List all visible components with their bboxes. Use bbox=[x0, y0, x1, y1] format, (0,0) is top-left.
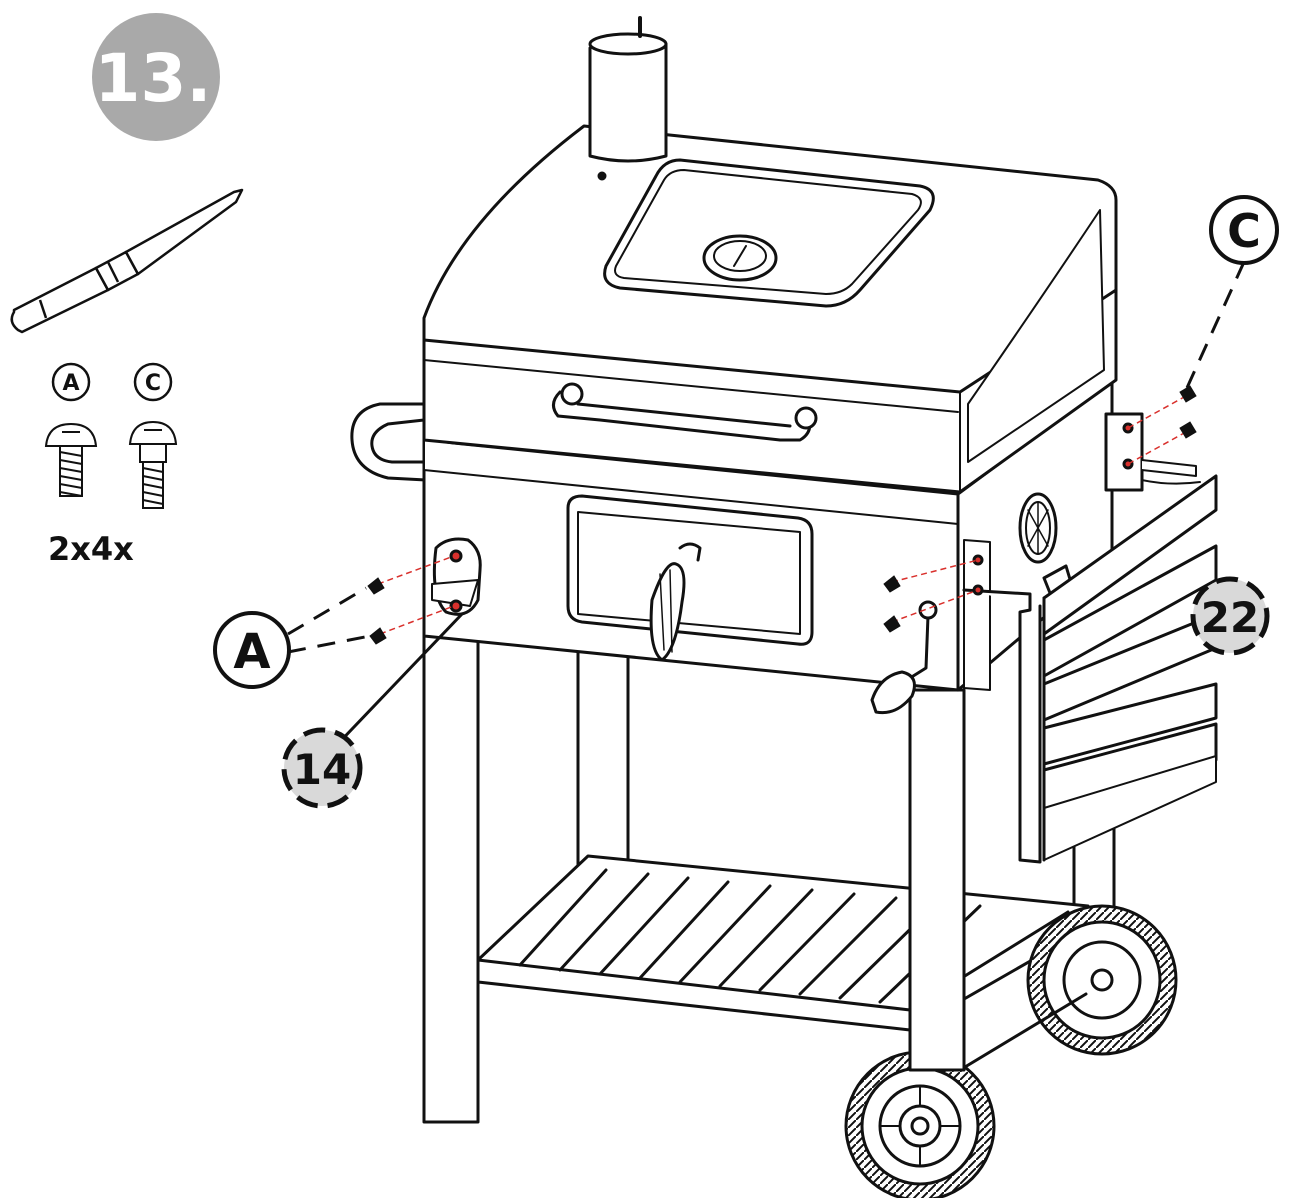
axle bbox=[958, 992, 1088, 1072]
part-number-22: 22 bbox=[1201, 593, 1259, 642]
leg-front-left bbox=[422, 634, 480, 1124]
hardware-letter-c: C bbox=[145, 371, 161, 396]
step-badge: 13. bbox=[92, 13, 220, 141]
part-label-22: 22 bbox=[1190, 576, 1270, 656]
hardware-list: A C 2x4x bbox=[44, 362, 178, 568]
bracket-right bbox=[962, 539, 1042, 864]
hardware-item-a: A bbox=[44, 362, 98, 497]
part-label-14: 14 bbox=[281, 727, 363, 809]
side-handle-left bbox=[350, 402, 428, 482]
callout-c: C bbox=[1209, 195, 1279, 265]
screw-guides bbox=[367, 385, 1197, 645]
leader-lines bbox=[287, 261, 1246, 752]
screwdriver-icon bbox=[10, 188, 244, 334]
side-shelf-22 bbox=[1042, 412, 1218, 862]
callout-a: A bbox=[213, 611, 291, 689]
chimney bbox=[588, 16, 668, 181]
lid-handle bbox=[552, 382, 818, 442]
wheel-back bbox=[1026, 904, 1178, 1056]
thermometer-icon bbox=[702, 234, 778, 282]
screw-a-icon bbox=[44, 422, 98, 497]
hardware-letter-a: A bbox=[62, 371, 79, 396]
hardware-quantity: 2x4x bbox=[48, 530, 134, 568]
lower-shelf bbox=[476, 854, 1090, 1032]
leg-front-right bbox=[908, 688, 966, 1072]
ash-door bbox=[566, 494, 814, 662]
lid-window bbox=[603, 158, 935, 308]
grill-illustration bbox=[350, 16, 1218, 1198]
screw-c-icon bbox=[128, 420, 178, 509]
callout-c-letter: C bbox=[1227, 204, 1261, 258]
step-number: 13. bbox=[95, 40, 212, 117]
crank-handle bbox=[870, 600, 938, 715]
bracket-14 bbox=[431, 537, 482, 616]
part-number-14: 14 bbox=[293, 745, 351, 794]
callout-a-letter: A bbox=[233, 624, 270, 680]
hardware-item-c: C bbox=[128, 362, 178, 509]
wheel-front bbox=[844, 1050, 996, 1198]
